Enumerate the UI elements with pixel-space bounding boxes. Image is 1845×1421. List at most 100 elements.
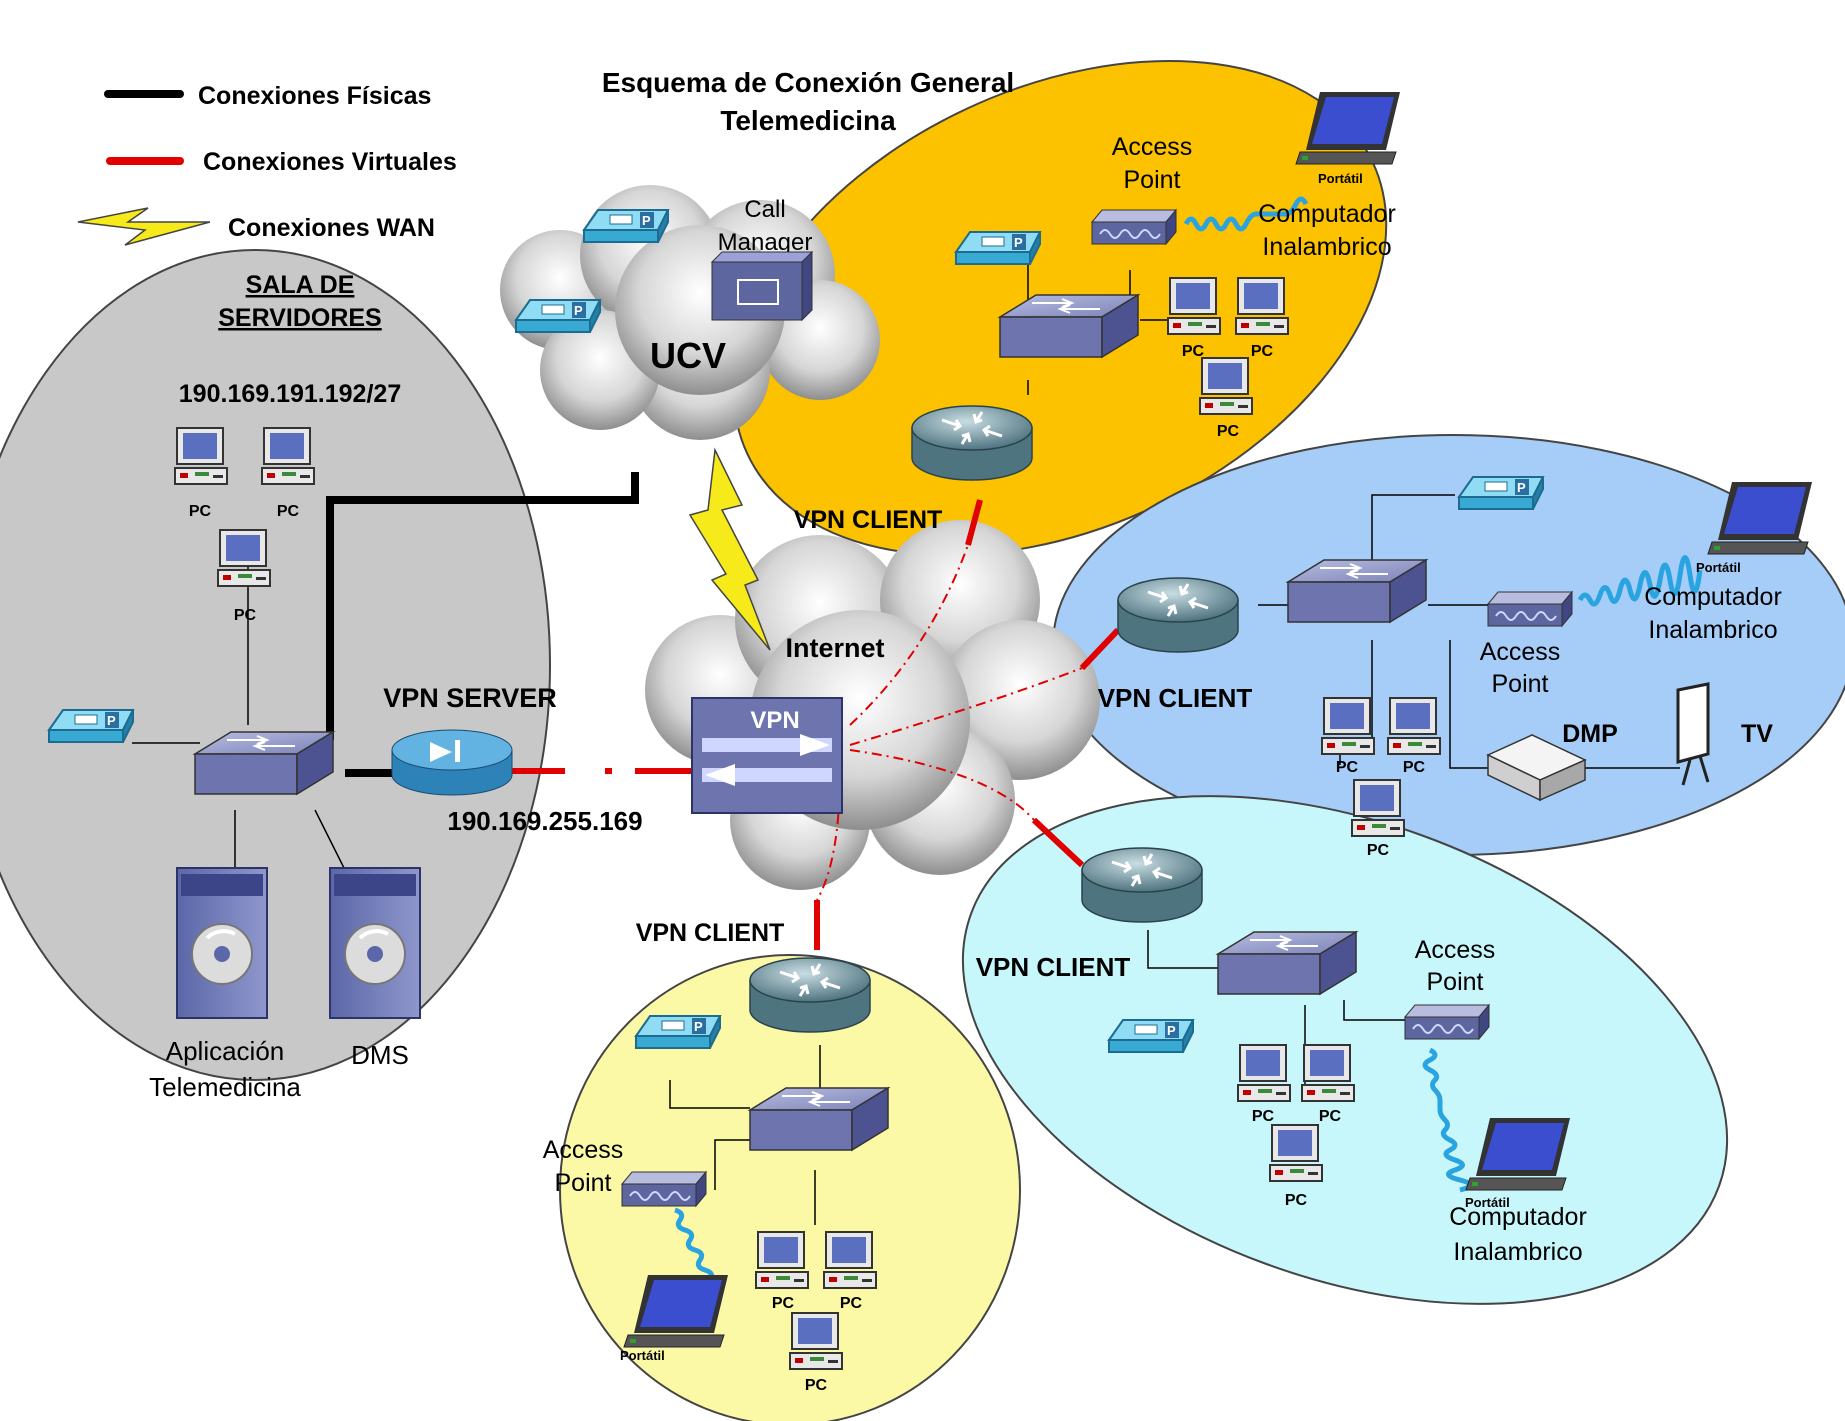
- blue-pc-3-icon: [1351, 779, 1405, 837]
- yellow-pc-3-label: PC: [805, 1377, 828, 1394]
- yellow-pc-1-icon: [755, 1231, 809, 1289]
- ucv-phone-2-icon: [515, 299, 601, 333]
- blue-access-point-label-line1: Access: [1480, 638, 1561, 666]
- blue-computer-label-line2: Inalambrico: [1648, 616, 1777, 644]
- orange-vpn-client-label: VPN CLIENT: [794, 506, 943, 534]
- orange-phone-icon: [955, 231, 1041, 265]
- dmp-device-icon: [1486, 734, 1587, 802]
- yellow-pc-1-label: PC: [772, 1295, 795, 1312]
- tv-label: TV: [1741, 720, 1773, 748]
- legend-wan-label: Conexiones WAN: [228, 214, 435, 242]
- cyan-access-point-label-line1: Access: [1415, 936, 1496, 964]
- blue-pc-2-icon: [1387, 697, 1441, 755]
- dms-server-icon: [328, 866, 422, 1020]
- blue-pc-3-label: PC: [1367, 842, 1390, 859]
- diagram-title-line1: Esquema de Conexión General: [602, 67, 1014, 98]
- ucv-label: UCV: [650, 335, 726, 376]
- cyan-vpn-client-label: VPN CLIENT: [976, 952, 1131, 982]
- yellow-access-point-label-line2: Point: [555, 1169, 612, 1197]
- orange-pc-2-label: PC: [1251, 343, 1274, 360]
- blue-laptop-label: Portátil: [1696, 560, 1741, 575]
- call-manager-icon: [710, 250, 814, 322]
- yellow-access-point-icon: [621, 1171, 707, 1207]
- cyan-router-icon: [1080, 846, 1204, 924]
- legend: Conexiones Físicas Conexiones Virtuales …: [77, 82, 457, 246]
- blue-router-icon: [1116, 576, 1240, 654]
- app-server-icon: [175, 866, 269, 1020]
- legend-wan-bolt: [77, 207, 211, 246]
- cyan-pc-2-label: PC: [1319, 1108, 1342, 1125]
- vpn-server-label: VPN SERVER: [383, 683, 557, 713]
- dmp-label: DMP: [1562, 720, 1618, 748]
- call-manager-label-line1: Call: [744, 196, 785, 223]
- server-room-switch-icon: [194, 731, 334, 795]
- blue-computer-label-line1: Computador: [1644, 583, 1782, 611]
- orange-switch-icon: [999, 294, 1139, 358]
- blue-pc-1-icon: [1321, 697, 1375, 755]
- vpn-concentrator-icon: [691, 697, 843, 814]
- vpn-server-ip: 190.169.255.169: [447, 806, 642, 836]
- orange-computer-label-line1: Computador: [1258, 200, 1396, 228]
- orange-pc-1-label: PC: [1182, 343, 1205, 360]
- cyan-pc-1-icon: [1237, 1044, 1291, 1102]
- server-room-zone: [0, 249, 551, 1081]
- yellow-pc-2-icon: [823, 1231, 877, 1289]
- server-room-phone-icon: [48, 709, 134, 743]
- cyan-access-point-icon: [1404, 1004, 1490, 1040]
- cyan-wireless-link: [1422, 1047, 1473, 1193]
- server-room-title-line1: SALA DE: [246, 271, 355, 299]
- cyan-pc-3-label: PC: [1285, 1192, 1308, 1209]
- orange-access-point-label-line2: Point: [1124, 166, 1181, 194]
- ucv-phone-1-icon: [583, 209, 669, 243]
- yellow-vpn-client-label: VPN CLIENT: [636, 919, 785, 947]
- yellow-access-point-label-line1: Access: [543, 1136, 624, 1164]
- cyan-pc-1-label: PC: [1252, 1108, 1275, 1125]
- server-room-title-line2: SERVIDORES: [218, 304, 381, 332]
- internet-label: Internet: [785, 633, 884, 663]
- cyan-laptop-label: Portátil: [1465, 1195, 1510, 1210]
- cyan-switch-icon: [1217, 931, 1357, 995]
- legend-virtual-label: Conexiones Virtuales: [203, 148, 457, 176]
- dms-label: DMS: [351, 1040, 409, 1070]
- blue-pc-1-label: PC: [1336, 759, 1359, 776]
- blue-phone-icon: [1458, 476, 1544, 510]
- server-pc-2-icon: [261, 427, 315, 485]
- blue-access-point-label-line2: Point: [1492, 670, 1549, 698]
- yellow-switch-icon: [749, 1087, 889, 1151]
- orange-pc-3-label: PC: [1217, 423, 1240, 440]
- yellow-laptop-label: Portátil: [620, 1348, 665, 1363]
- server-pc-1-label: PC: [189, 503, 212, 520]
- app-server-label-line2: Telemedicina: [149, 1072, 301, 1102]
- server-pc-3-icon: [217, 529, 271, 587]
- cyan-pc-3-icon: [1269, 1124, 1323, 1182]
- orange-pc-3-icon: [1199, 357, 1253, 415]
- orange-laptop-label: Portátil: [1318, 171, 1363, 186]
- blue-access-point-icon: [1487, 591, 1573, 627]
- blue-pc-2-label: PC: [1403, 759, 1426, 776]
- server-room-subnet: 190.169.191.192/27: [179, 380, 401, 408]
- server-pc-3-label: PC: [234, 607, 257, 624]
- cyan-access-point-label-line2: Point: [1427, 968, 1484, 996]
- cyan-pc-2-icon: [1301, 1044, 1355, 1102]
- cyan-phone-icon: [1108, 1019, 1194, 1053]
- server-pc-1-icon: [174, 427, 228, 485]
- vpn-server-icon: [391, 729, 513, 796]
- app-server-label-line1: Aplicación: [166, 1036, 285, 1066]
- orange-wireless-link: [1183, 196, 1309, 232]
- yellow-phone-icon: [635, 1015, 721, 1049]
- orange-access-point-label-line1: Access: [1112, 133, 1193, 161]
- yellow-pc-2-label: PC: [840, 1295, 863, 1312]
- yellow-wireless-link: [674, 1207, 715, 1282]
- blue-wireless-link: [1577, 555, 1703, 607]
- orange-access-point-icon: [1091, 209, 1177, 245]
- blue-switch-icon: [1287, 559, 1427, 623]
- legend-physical-label: Conexiones Físicas: [198, 82, 431, 110]
- orange-pc-1-icon: [1167, 277, 1221, 335]
- virtual-connections: [510, 499, 1121, 950]
- orange-pc-2-icon: [1235, 277, 1289, 335]
- tv-screen-icon: [1676, 682, 1710, 786]
- yellow-router-icon: [748, 956, 872, 1034]
- orange-computer-label-line2: Inalambrico: [1262, 233, 1391, 261]
- cyan-computer-label-line1: Computador: [1449, 1203, 1587, 1231]
